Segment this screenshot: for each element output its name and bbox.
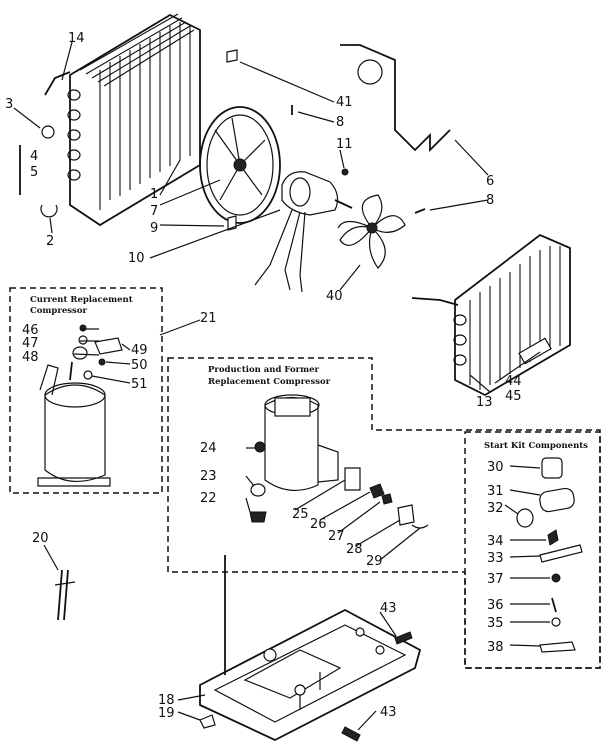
callout-43a: 43 xyxy=(380,601,397,616)
callout-14: 14 xyxy=(68,31,85,46)
callout-36: 36 xyxy=(487,598,504,613)
callout-2: 2 xyxy=(46,234,54,249)
base-screws xyxy=(199,631,413,742)
callout-40: 40 xyxy=(326,289,343,304)
callout-numbers: 14 3 4 5 2 1 7 9 10 41 8 11 6 8 40 13 44… xyxy=(5,31,522,721)
callout-46: 46 xyxy=(22,323,39,338)
current-compressor-box xyxy=(9,287,163,494)
callout-45: 45 xyxy=(505,389,522,404)
callout-30: 30 xyxy=(487,460,504,475)
callout-28: 28 xyxy=(346,542,363,557)
callout-41: 41 xyxy=(336,95,353,110)
current-compressor xyxy=(37,361,111,487)
callout-8a: 8 xyxy=(336,115,344,130)
callout-51: 51 xyxy=(131,377,148,392)
leader-lines xyxy=(13,41,550,731)
production-box-title-1: Production and Former xyxy=(208,365,320,375)
current-box-title-2: Compressor xyxy=(30,306,87,316)
callout-20: 20 xyxy=(32,531,49,546)
callout-21: 21 xyxy=(200,311,217,326)
callout-38: 38 xyxy=(487,640,504,655)
small-parts-left xyxy=(19,125,58,218)
callout-1: 1 xyxy=(150,187,158,202)
start-kit-parts xyxy=(516,457,583,653)
callout-50: 50 xyxy=(131,358,148,373)
callout-37: 37 xyxy=(487,572,504,587)
callout-7: 7 xyxy=(150,204,158,219)
condenser-fan-blade xyxy=(337,194,406,269)
callout-3: 3 xyxy=(5,97,13,112)
callout-23: 23 xyxy=(200,469,217,484)
callout-26: 26 xyxy=(310,517,327,532)
callout-25: 25 xyxy=(292,507,309,522)
callout-47: 47 xyxy=(22,336,39,351)
production-box-title-2: Replacement Compressor xyxy=(208,377,331,387)
fan-motor xyxy=(254,171,353,293)
callout-43b: 43 xyxy=(380,705,397,720)
callout-19: 19 xyxy=(158,706,175,721)
start-kit-title: Start Kit Components xyxy=(484,441,588,451)
callout-9: 9 xyxy=(150,221,158,236)
blower-shroud xyxy=(199,106,281,224)
callout-44: 44 xyxy=(505,374,522,389)
callout-18: 18 xyxy=(158,693,175,708)
callout-13: 13 xyxy=(476,395,493,410)
callout-5: 5 xyxy=(30,165,38,180)
production-compressor-parts xyxy=(249,441,429,529)
callout-8b: 8 xyxy=(486,193,494,208)
callout-48: 48 xyxy=(22,350,39,365)
callout-35: 35 xyxy=(487,616,504,631)
callout-34: 34 xyxy=(487,534,504,549)
wire-harness xyxy=(54,569,76,621)
callout-6: 6 xyxy=(486,174,494,189)
callout-10: 10 xyxy=(128,251,145,266)
callout-32: 32 xyxy=(487,501,504,516)
condenser-coil xyxy=(411,233,571,397)
callout-24: 24 xyxy=(200,441,217,456)
production-compressor xyxy=(264,394,339,491)
callout-22: 22 xyxy=(200,491,217,506)
callout-31: 31 xyxy=(487,484,504,499)
callout-33: 33 xyxy=(487,551,504,566)
start-kit-box xyxy=(464,431,601,669)
capillary-tube xyxy=(340,44,451,153)
callout-49: 49 xyxy=(131,343,148,358)
base-pan xyxy=(199,555,422,742)
callout-11: 11 xyxy=(336,137,353,152)
callout-4: 4 xyxy=(30,149,38,164)
current-compressor-parts xyxy=(72,324,123,380)
callout-29: 29 xyxy=(366,554,383,569)
callout-27: 27 xyxy=(328,529,345,544)
current-box-title-1: Current Replacement xyxy=(30,295,133,305)
